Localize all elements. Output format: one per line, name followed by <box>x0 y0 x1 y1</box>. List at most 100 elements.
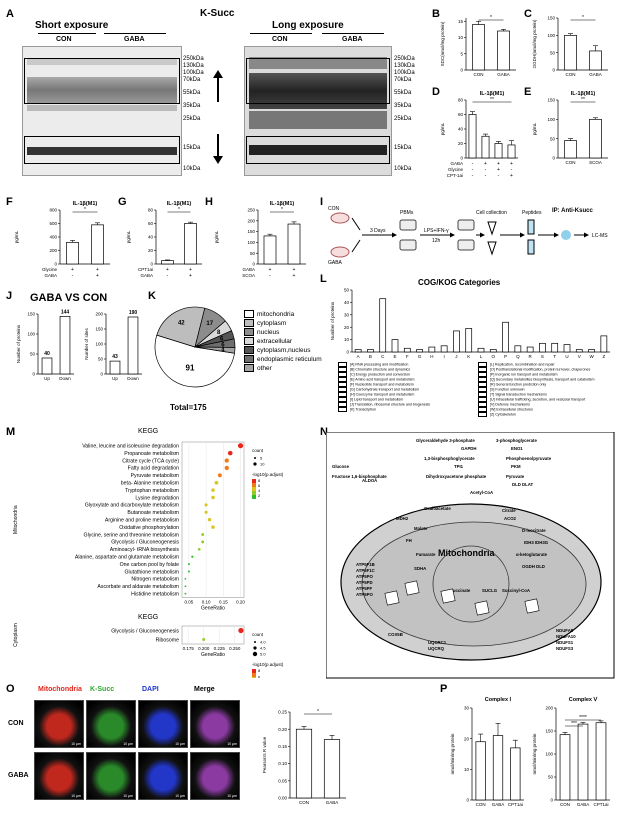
bar <box>539 342 546 353</box>
y-tick-label: 50 <box>550 136 556 141</box>
short-exposure-title: Short exposure <box>35 20 109 31</box>
y-tick-label: 0.25 <box>278 710 287 715</box>
bead-icon <box>561 230 571 240</box>
bar <box>575 349 583 353</box>
tube-icon <box>487 221 497 236</box>
legend-swatch <box>478 392 487 397</box>
term-label: Ribosome <box>156 637 179 643</box>
scale-bar-label: 10 μm <box>175 742 185 746</box>
pathway-label: SDHA <box>414 566 426 571</box>
y-tick-label: 50 <box>98 357 104 362</box>
legend-label: [A] RNA processing and modification <box>350 362 409 367</box>
x-tick-label: SCOA <box>589 160 602 165</box>
x-tick-label: 0.10 <box>202 599 211 604</box>
gaba-bar-short <box>104 33 166 34</box>
plot-frame <box>181 441 245 598</box>
legend-swatch <box>478 362 487 367</box>
legend-swatch <box>338 377 347 382</box>
l-title: COG/KOG Categories <box>418 278 501 287</box>
sig-label: ** <box>581 97 585 103</box>
pathway-label: NDUFS1 <box>556 640 574 645</box>
row-sign: - <box>472 161 474 167</box>
y-tick-label: 150 <box>27 312 35 317</box>
term-label: Propanoate metabolism <box>124 451 179 457</box>
bar <box>510 747 521 801</box>
bar <box>66 242 79 265</box>
con-bar-long <box>250 33 312 34</box>
y-tick-label: 80 <box>148 208 154 213</box>
x-axis-label: GeneRatio <box>201 652 225 658</box>
y-tick-label: 20 <box>148 248 154 253</box>
legend-item: [F] Nucleotide transport and metabolism <box>338 382 478 387</box>
x-tick-label: Down <box>59 376 71 381</box>
sig-label: * <box>178 207 180 213</box>
legend-value: 10 <box>260 462 265 467</box>
pathway-label: TPI1 <box>454 464 464 469</box>
row-sign: + <box>293 267 296 273</box>
up-arrowhead-icon <box>213 70 223 78</box>
row-sign: + <box>510 173 513 179</box>
legend-item: [I] Lipid transport and metabolism <box>338 397 478 402</box>
row-label: GABA <box>44 273 57 278</box>
marker: 25kDa <box>183 116 201 122</box>
x-tick-label: H <box>430 354 433 359</box>
row-label: GABA <box>242 267 255 272</box>
bar <box>489 349 497 353</box>
row-sign: - <box>72 273 74 279</box>
legend-item: mitochondria <box>244 310 322 319</box>
bar <box>403 347 411 353</box>
legend-swatch <box>478 372 487 377</box>
complex-box <box>404 580 420 596</box>
legend-value: 5.0 <box>260 652 266 657</box>
pathway-label: NDUFA10 <box>556 634 576 639</box>
legend-label: endoplasmic reticulum <box>257 356 322 363</box>
y-tick-label: 0.10 <box>278 761 287 766</box>
row-label: GABA <box>450 161 463 166</box>
y-tick-label: 0.15 <box>278 744 287 749</box>
dot <box>211 525 215 529</box>
legend-label: extracellular <box>257 338 293 345</box>
bar <box>595 722 607 801</box>
blot-band <box>27 77 177 103</box>
blot-band <box>249 57 387 69</box>
legend-item: [C] Energy production and conversion <box>338 372 478 377</box>
dot <box>214 480 219 485</box>
scale-bar-label: 10 μm <box>227 742 237 746</box>
y-tick-label: 800 <box>49 208 57 213</box>
tube-icon <box>487 241 497 256</box>
panel-label-p: P <box>440 683 448 695</box>
pathway-label: Fructose 1,6-bisphosphate <box>332 474 387 479</box>
i-peptides: Peptides <box>522 210 542 216</box>
row-sign: - <box>498 173 500 179</box>
legend-label: [K] Transcription <box>350 407 376 412</box>
dot <box>197 547 201 551</box>
blot-highlight-box <box>24 58 180 104</box>
dot <box>224 458 229 463</box>
legend-label: [T] Signal transduction mechanisms <box>490 392 547 397</box>
legend-swatch <box>478 412 487 417</box>
complex-box <box>474 600 490 616</box>
marker: 250kDa <box>394 56 415 62</box>
long-exposure-title: Long exposure <box>272 20 344 31</box>
marker: 100kDa <box>183 70 204 76</box>
i-pbmcs: PBMs <box>400 210 414 216</box>
x-tick-label: CON <box>474 72 484 77</box>
legend-item: endoplasmic reticulum <box>244 355 322 364</box>
x-tick-label: E <box>393 354 396 359</box>
blot-band <box>27 105 177 111</box>
legend-swatch <box>338 392 347 397</box>
legend-item: [J] Translation, ribosomal structure and… <box>338 402 478 407</box>
blot-band <box>249 145 387 155</box>
legend-swatch <box>244 337 254 346</box>
dish-icon <box>399 219 417 231</box>
y-tick-label: 0 <box>550 798 553 803</box>
x-tick-label: V <box>578 354 581 359</box>
scale-bar-label: 10 μm <box>175 794 185 798</box>
down-arrowhead-icon <box>213 156 223 164</box>
chart-f: IL-1β(M1)0200400600800pg/mL*Glycine++GAB… <box>14 201 110 279</box>
pathway-label: Succinate <box>450 588 471 593</box>
bar <box>588 349 595 353</box>
pathway-label: DLD DLAT <box>512 482 534 487</box>
